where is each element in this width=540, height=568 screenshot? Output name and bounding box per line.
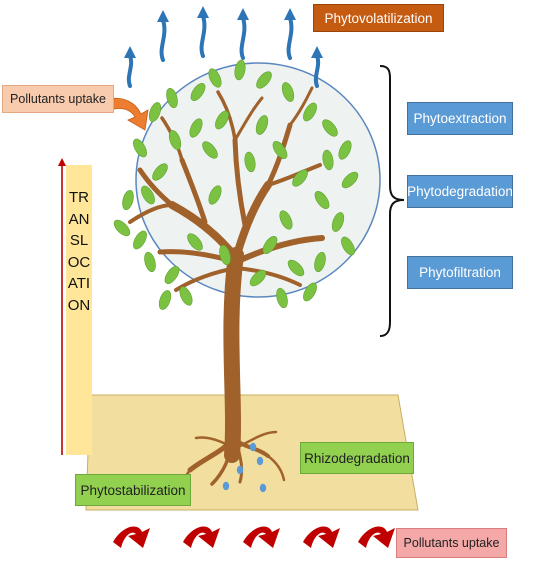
tree <box>128 86 325 463</box>
root <box>266 454 286 482</box>
branch <box>168 201 240 262</box>
vapor-arrow-head <box>284 8 296 20</box>
vapor-arrow <box>313 54 321 88</box>
vapor-arrow-head <box>197 6 209 18</box>
branch <box>233 96 264 142</box>
vapor-arrow-head <box>237 8 249 20</box>
pollutants-uptake-top-label: Pollutants uptake <box>2 85 114 113</box>
branch <box>266 163 322 187</box>
uptake-arrow <box>243 526 280 548</box>
pollutant-entry-arrow <box>107 97 149 131</box>
phytoextraction-label: Phytoextraction <box>407 102 513 135</box>
branch <box>232 137 248 228</box>
vapor-arrow <box>239 16 247 60</box>
vapor-arrow <box>126 54 134 88</box>
leaves <box>113 59 359 310</box>
translocation-label: TRANSLOCATION <box>67 189 91 314</box>
uptake-arrow <box>183 526 220 548</box>
uptake-arrow <box>113 526 150 548</box>
root <box>238 430 278 448</box>
root <box>234 438 244 484</box>
vapor-arrow-head <box>157 10 169 22</box>
mechanisms-brace <box>379 65 405 337</box>
uptake-arrow <box>303 526 340 548</box>
water-droplets <box>222 442 267 493</box>
branch <box>234 266 302 287</box>
soil-uptake-arrows <box>113 526 395 548</box>
branch <box>233 235 325 265</box>
branch <box>179 157 208 225</box>
vapor-arrow <box>286 16 294 60</box>
uptake-arrow <box>358 526 395 548</box>
vapor-arrow-head <box>124 46 136 58</box>
root <box>187 437 235 473</box>
translocation-label-box: TRANSLOCATION <box>66 165 92 455</box>
branch <box>137 167 175 208</box>
vapor-arrow <box>199 14 207 58</box>
root <box>210 438 234 486</box>
vapor-arrow <box>159 18 167 62</box>
phytostabilization-label: Phytostabilization <box>75 474 191 506</box>
root <box>194 436 230 447</box>
vapor-arrows <box>124 6 323 88</box>
trunk <box>223 247 244 463</box>
pollutants-uptake-bottom-label: Pollutants uptake <box>396 528 507 558</box>
branch <box>288 86 314 127</box>
phytofiltration-label: Phytofiltration <box>407 256 513 289</box>
branch <box>174 266 238 292</box>
phytovolatilization-label: Phytovolatilization <box>313 4 444 32</box>
branch <box>128 203 174 224</box>
vapor-arrow-head <box>311 46 323 58</box>
rhizodegradation-label: Rhizodegradation <box>300 442 414 474</box>
branch <box>232 181 272 262</box>
phytodegradation-label: Phytodegradation <box>407 175 513 208</box>
